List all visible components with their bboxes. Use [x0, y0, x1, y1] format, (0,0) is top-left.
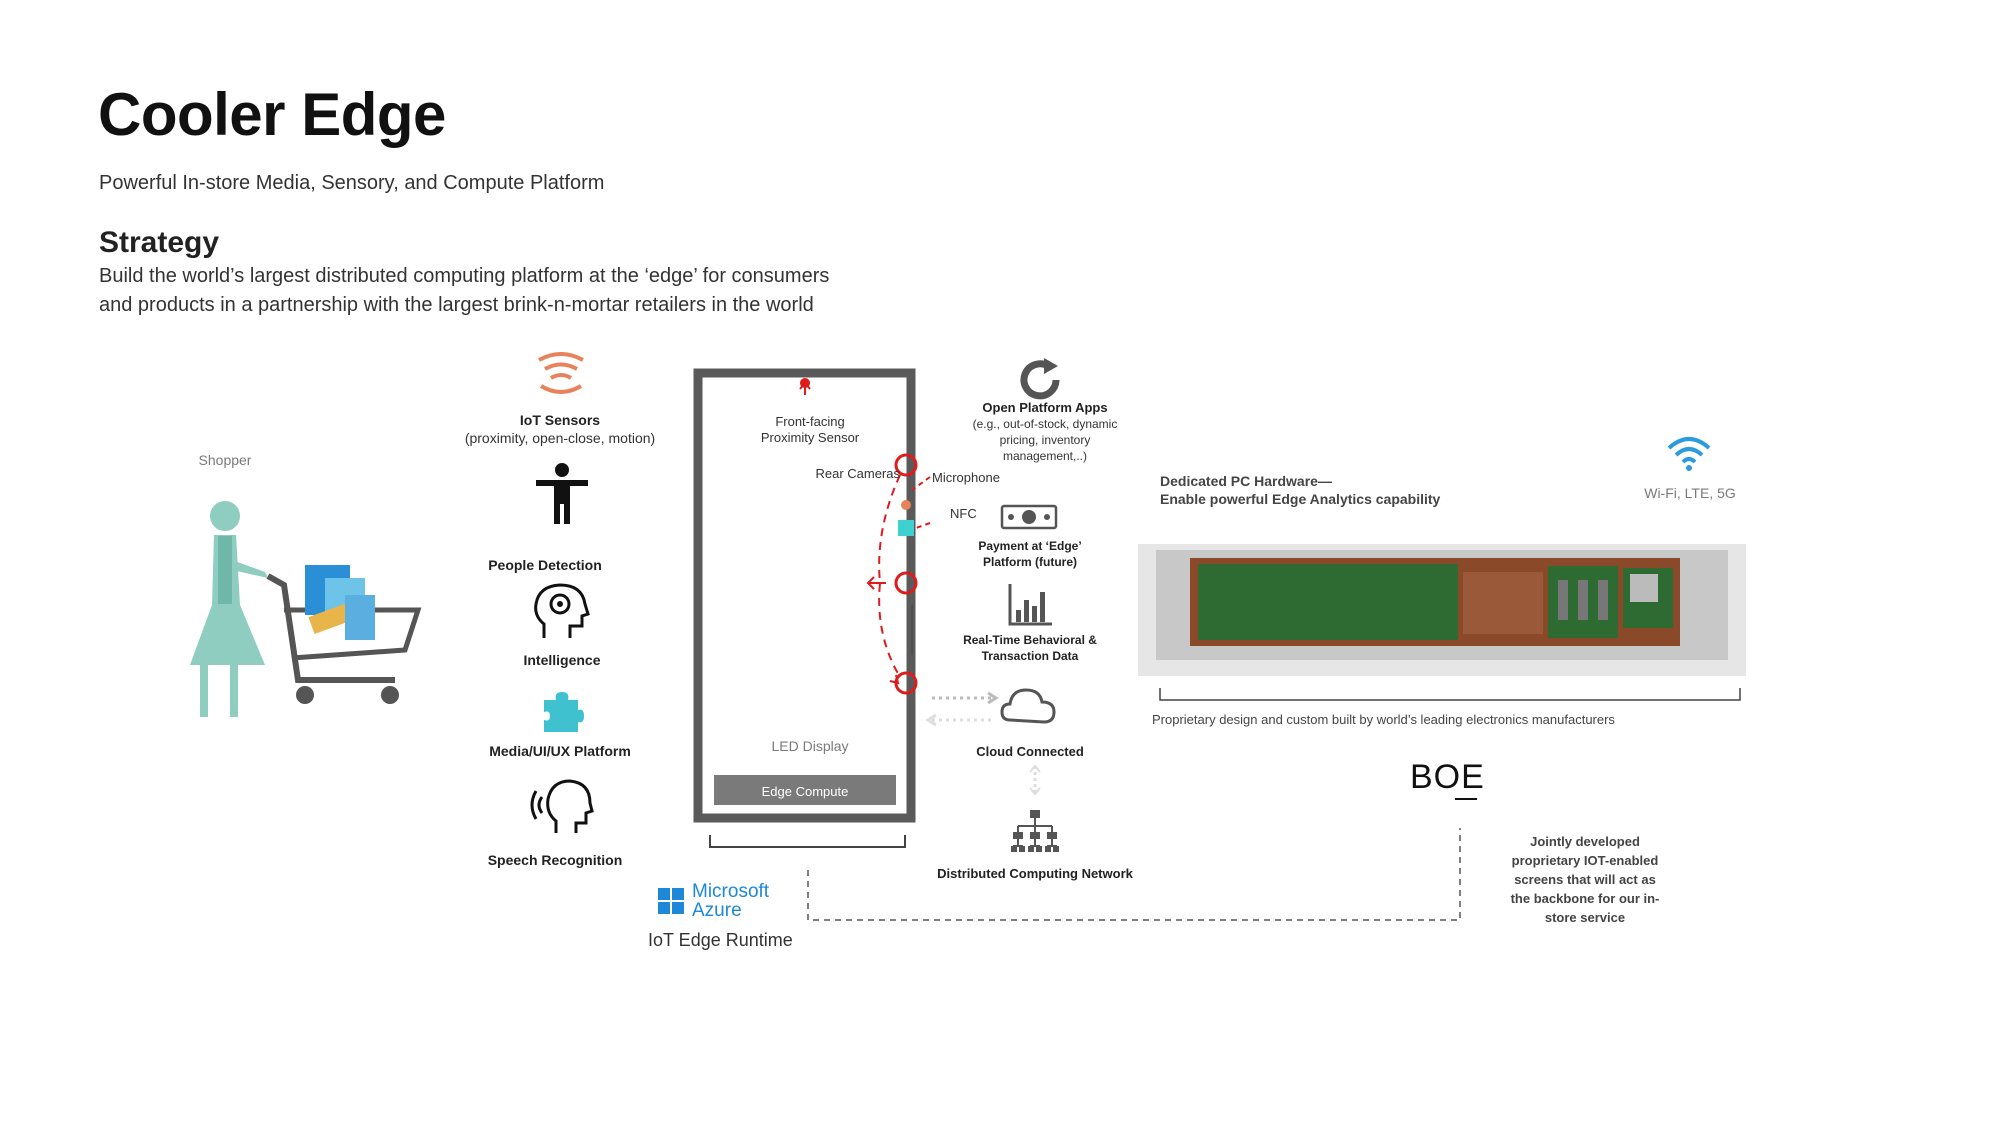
azure-boe-connector: [807, 828, 1461, 921]
puzzle-icon: [544, 692, 584, 732]
open-apps-detail: (e.g., out-of-stock, dynamic pricing, in…: [940, 416, 1150, 464]
iot-sensors-label: IoT Sensors: [519, 412, 601, 428]
microphone-dot: [901, 500, 911, 510]
cloud-icon: [1000, 688, 1056, 724]
money-bill-icon: [1000, 504, 1058, 530]
realtime-data-label: Real-Time Behavioral & Transaction Data: [930, 632, 1130, 664]
edge-compute-bar: [714, 775, 896, 805]
boe-logo: BOE: [1410, 758, 1485, 796]
cloud-connection: [925, 688, 1056, 727]
boe-line-4: the backbone for our in-: [1510, 891, 1660, 906]
rear-cameras-label: Rear Cameras: [815, 466, 900, 481]
realtime-line-2: Transaction Data: [981, 649, 1079, 663]
front-sensor-line-2: Proximity Sensor: [760, 430, 860, 445]
hardware-title: Dedicated PC Hardware— Enable powerful E…: [1160, 472, 1440, 508]
nfc-label: NFC: [950, 506, 977, 521]
media-platform-label: Media/UI/UX Platform: [489, 743, 631, 759]
edge-compute-label: Edge Compute: [761, 784, 849, 799]
boe-line-1: Jointly developed: [1530, 834, 1640, 849]
boe-line-5: store service: [1544, 910, 1626, 925]
cloud-connected-label: Cloud Connected: [976, 744, 1084, 759]
shopper-label: Shopper: [198, 452, 252, 468]
nfc-square: [898, 520, 914, 536]
boe-description: Jointly developed proprietary IOT-enable…: [1475, 832, 1695, 927]
payment-line-1: Payment at ‘Edge’: [978, 539, 1082, 553]
refresh-icon: [1020, 358, 1060, 400]
person-icon: [536, 463, 588, 524]
distributed-network-label: Distributed Computing Network: [937, 866, 1133, 881]
azure-brand-line-1: Microsoft: [692, 881, 770, 902]
intelligence-label: Intelligence: [523, 652, 601, 668]
realtime-line-1: Real-Time Behavioral &: [963, 633, 1097, 647]
speaking-head-icon: [530, 779, 594, 833]
open-apps-title: Open Platform Apps: [982, 400, 1108, 415]
bar-chart-icon: [1008, 584, 1052, 626]
connectivity-label: Wi-Fi, LTE, 5G: [1644, 485, 1736, 501]
front-sensor-line-1: Front-facing: [775, 414, 845, 429]
boe-line-2: proprietary IOT-enabled: [1511, 853, 1659, 868]
hardware-title-line-2: Enable powerful Edge Analytics capabilit…: [1160, 491, 1441, 507]
open-apps-line-1: (e.g., out-of-stock, dynamic: [972, 417, 1118, 431]
rear-camera-top: [894, 453, 918, 477]
cooler-frame: [693, 368, 916, 823]
pc-hardware-image: [1138, 544, 1746, 701]
windows-logo-icon: [658, 888, 684, 914]
open-apps-line-3: management,..): [1002, 449, 1088, 463]
front-sensor-label: Front-facing Proximity Sensor: [740, 414, 880, 446]
hardware-title-line-1: Dedicated PC Hardware—: [1160, 473, 1332, 489]
strategy-line-2: and products in a partnership with the l…: [99, 294, 814, 316]
wifi-icon: [1667, 437, 1711, 471]
shopper-cart-icon: [190, 501, 422, 717]
strategy-line-1: Build the world’s largest distributed co…: [99, 265, 830, 287]
boe-line-3: screens that will act as: [1514, 872, 1656, 887]
hardware-caption: Proprietary design and custom built by w…: [1152, 712, 1615, 727]
azure-brand-line-2: Azure: [692, 900, 742, 921]
payment-label: Payment at ‘Edge’ Platform (future): [950, 538, 1110, 570]
speech-recognition-label: Speech Recognition: [487, 852, 623, 868]
iot-sensors-detail: (proximity, open-close, motion): [464, 430, 656, 446]
boe-logo-underline: [1455, 798, 1477, 800]
microphone-label: Microphone: [932, 470, 1000, 485]
azure-brand: Microsoft Azure: [692, 882, 769, 920]
page-subtitle: Powerful In-store Media, Sensory, and Co…: [99, 172, 605, 194]
people-detection-label: People Detection: [488, 557, 602, 573]
network-icon: [1011, 764, 1059, 852]
strategy-heading: Strategy: [99, 226, 220, 259]
head-gear-icon: [534, 583, 590, 638]
payment-line-2: Platform (future): [983, 555, 1077, 569]
led-display-label: LED Display: [771, 738, 849, 754]
strategy-text: Build the world’s largest distributed co…: [99, 262, 999, 320]
open-apps-line-2: pricing, inventory: [999, 433, 1091, 447]
cooler-diagram: [693, 368, 931, 848]
wireless-signal-icon: [538, 352, 584, 394]
iot-edge-runtime-label: IoT Edge Runtime: [648, 930, 793, 950]
rear-camera-mid: [894, 571, 918, 595]
page-title: Cooler Edge: [98, 81, 446, 148]
